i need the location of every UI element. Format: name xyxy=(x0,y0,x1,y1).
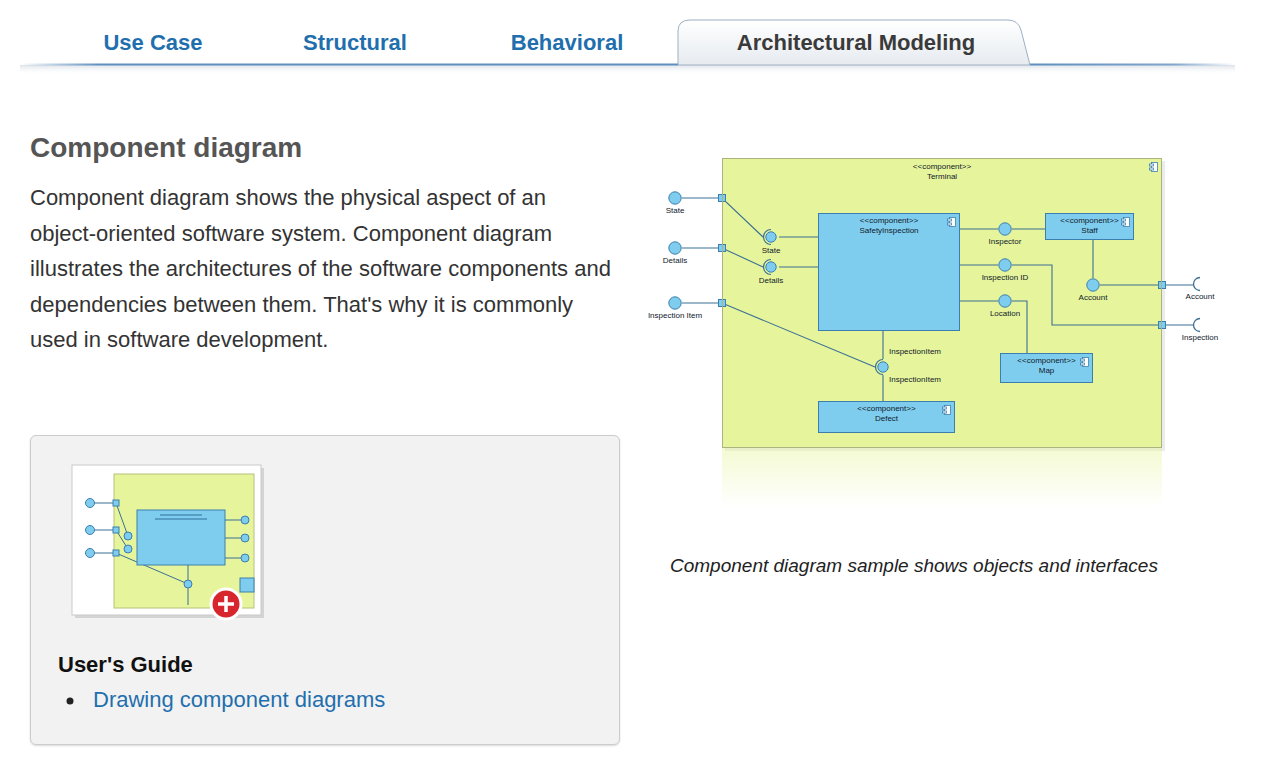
interface-label: Account xyxy=(1079,293,1108,303)
component-name: Map xyxy=(1015,366,1078,376)
connector-line xyxy=(960,264,998,265)
tab-label: Structural xyxy=(303,30,407,56)
provided-interface: Details xyxy=(668,241,682,255)
connector-line xyxy=(1012,301,1027,353)
required-interface: Inspection xyxy=(1193,318,1207,332)
panel-fill xyxy=(30,435,620,745)
port-square xyxy=(1159,282,1166,289)
component-icon xyxy=(947,217,956,227)
component-frame: StateDetails<<component>>SafetyInspectio… xyxy=(722,158,1162,448)
provided-interface: Account xyxy=(1086,278,1100,292)
interface-label: Account xyxy=(1186,292,1215,302)
interface-label: InspectionItem xyxy=(889,347,941,357)
component-icon xyxy=(942,405,951,415)
interface-label: State xyxy=(762,246,781,256)
page-heading: Component diagram xyxy=(30,131,302,165)
interface-symbol xyxy=(998,258,1012,272)
interface-label: Location xyxy=(990,309,1020,319)
stereotype-text: <<component>> xyxy=(1015,356,1078,366)
connector-line xyxy=(960,228,998,229)
connector-line xyxy=(960,300,998,301)
connector-line xyxy=(882,331,883,359)
connector-line xyxy=(1092,240,1093,278)
component-icon xyxy=(1080,357,1089,367)
interface-symbol xyxy=(763,259,779,275)
interface-symbol xyxy=(668,241,682,255)
interface-label: Inspection ID xyxy=(982,273,1029,283)
list-bullet xyxy=(67,698,74,705)
interface-label: Inspector xyxy=(989,237,1022,247)
interface-label: State xyxy=(666,206,685,216)
interface-label: Details xyxy=(759,276,783,286)
interface-symbol xyxy=(763,229,779,245)
guide-link: Drawing component diagrams xyxy=(93,687,385,713)
assembly-connector: InspectionItemInspectionItem xyxy=(875,359,891,375)
interface-symbol xyxy=(668,296,682,310)
thumbnail xyxy=(72,465,264,619)
active-tab-label: Architectural Modeling xyxy=(737,30,975,56)
component-name: Staff xyxy=(1060,226,1119,236)
interface-label: Details xyxy=(663,256,687,266)
component-box: <<component>>SafetyInspection xyxy=(818,213,960,331)
interface-symbol xyxy=(1086,278,1100,292)
connector-line xyxy=(1100,284,1193,285)
stereotype-text: <<component>> xyxy=(1060,216,1119,226)
component-name: SafetyInspection xyxy=(833,226,945,236)
provided-interface: Inspection Item xyxy=(668,296,682,310)
component-icon xyxy=(1149,162,1158,172)
active-tab xyxy=(678,20,1030,65)
interface-label: Inspection xyxy=(1182,333,1218,343)
provided-interface: State xyxy=(668,191,682,205)
stereotype-text: <<component>> xyxy=(833,404,940,414)
connector-line xyxy=(779,236,818,237)
component-box: <<component>>Staff xyxy=(1045,213,1134,240)
required-interface: Account xyxy=(1193,277,1207,291)
interface-symbol xyxy=(1193,277,1207,291)
connector-line xyxy=(1012,265,1193,325)
interface-symbol xyxy=(668,191,682,205)
component-box: <<component>>Map xyxy=(1000,353,1093,383)
frame-fill xyxy=(722,158,1162,448)
assembly-connector: State xyxy=(763,229,779,245)
component-box: <<component>>Defect xyxy=(818,401,955,433)
interface-symbol xyxy=(998,294,1012,308)
interface-label: InspectionItem xyxy=(889,375,941,385)
interface-symbol xyxy=(1193,318,1207,332)
component-name: Defect xyxy=(833,414,940,424)
tab-bar-line xyxy=(1030,64,1235,66)
assembly-connector: Details xyxy=(763,259,779,275)
port-square xyxy=(1159,322,1166,329)
connector-line xyxy=(1012,228,1045,229)
stereotype-text: <<component>> xyxy=(723,162,1161,172)
figure-caption: Component diagram sample shows objects a… xyxy=(670,555,1158,577)
connector-line xyxy=(779,266,818,267)
tab-label: Use Case xyxy=(103,30,202,56)
provided-interface: Inspector xyxy=(998,222,1012,236)
interface-symbol xyxy=(875,359,891,375)
interface-symbol xyxy=(998,222,1012,236)
provided-interface: Location xyxy=(998,294,1012,308)
body-text: Component diagram shows the physical asp… xyxy=(30,180,612,358)
stereotype-text: <<component>> xyxy=(833,216,945,226)
tab-label: Behavioral xyxy=(511,30,624,56)
guide-panel: User's GuideDrawing component diagrams xyxy=(30,435,620,745)
component-name: Terminal xyxy=(723,172,1161,182)
component-icon xyxy=(1121,217,1130,227)
guide-heading: User's Guide xyxy=(58,652,193,678)
tab-bar-line xyxy=(20,64,678,66)
connector-line xyxy=(882,375,883,401)
diagram-reflection xyxy=(722,448,1162,508)
tab-bar-shade xyxy=(20,65,1235,75)
provided-interface: Inspection ID xyxy=(998,258,1012,272)
interface-label: Inspection Item xyxy=(648,311,702,321)
